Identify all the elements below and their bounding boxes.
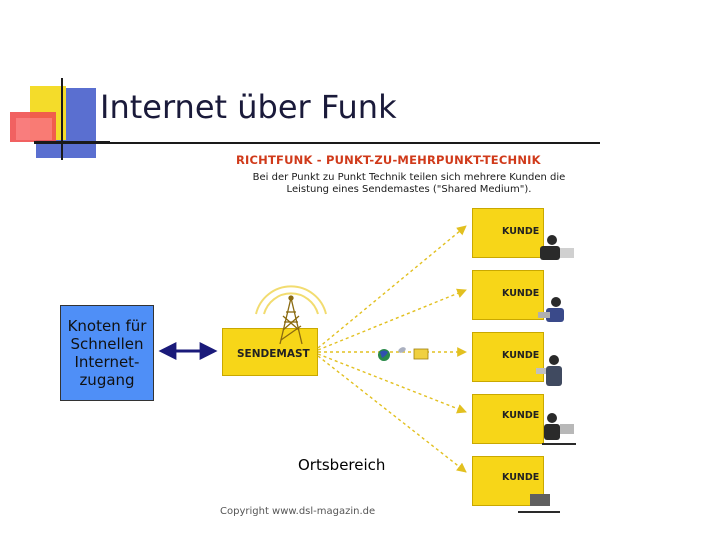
area-label: Ortsbereich xyxy=(298,456,386,474)
customer-box-1 xyxy=(472,208,544,258)
internet-node-box: Knoten für Schnellen Internet- zugang xyxy=(60,305,154,401)
antenna-tower-icon xyxy=(279,295,303,345)
customer-box-3 xyxy=(472,332,544,382)
customer-label-5: KUNDE xyxy=(502,472,540,483)
person-workstation-icon xyxy=(518,494,560,513)
person-phone-icon xyxy=(536,355,562,386)
slide-title: Internet über Funk xyxy=(100,88,397,126)
signal-arrows xyxy=(317,225,467,473)
node-line-3: Internet- xyxy=(74,353,140,371)
signal-arrow-2 xyxy=(317,288,467,351)
transmitter-label: SENDEMAST xyxy=(237,348,310,360)
internet-node-label: Knoten für Schnellen Internet- zugang xyxy=(68,317,147,389)
customer-label-1: KUNDE xyxy=(502,226,540,237)
customer-label-2: KUNDE xyxy=(502,288,540,299)
globe-icon xyxy=(378,349,390,361)
transmitter-box xyxy=(222,328,318,376)
customer-box-2 xyxy=(472,270,544,320)
person-computer-icon xyxy=(540,235,574,260)
customer-label-3: KUNDE xyxy=(502,350,540,361)
node-line-1: Knoten für xyxy=(67,317,147,335)
radio-waves-icon xyxy=(255,285,327,315)
customer-label-4: KUNDE xyxy=(502,410,540,421)
signal-arrow-5 xyxy=(317,355,467,473)
title-divider xyxy=(34,142,600,144)
customer-box-4 xyxy=(472,394,544,444)
folder-icon xyxy=(413,348,429,360)
person-desk-icon xyxy=(542,413,576,445)
signal-arrow-1 xyxy=(317,225,467,349)
copyright-text: Copyright www.dsl-magazin.de xyxy=(220,506,376,517)
person-laptop-icon xyxy=(538,297,564,322)
signal-arrow-4 xyxy=(317,353,467,414)
node-line-4: zugang xyxy=(79,371,135,389)
diagram-description: Bei der Punkt zu Punkt Technik teilen si… xyxy=(252,172,566,195)
mouse-icon xyxy=(398,347,406,353)
diagram-header: RICHTFUNK - PUNKT-ZU-MEHRPUNKT-TECHNIK xyxy=(236,153,541,167)
node-line-2: Schnellen xyxy=(70,335,144,353)
